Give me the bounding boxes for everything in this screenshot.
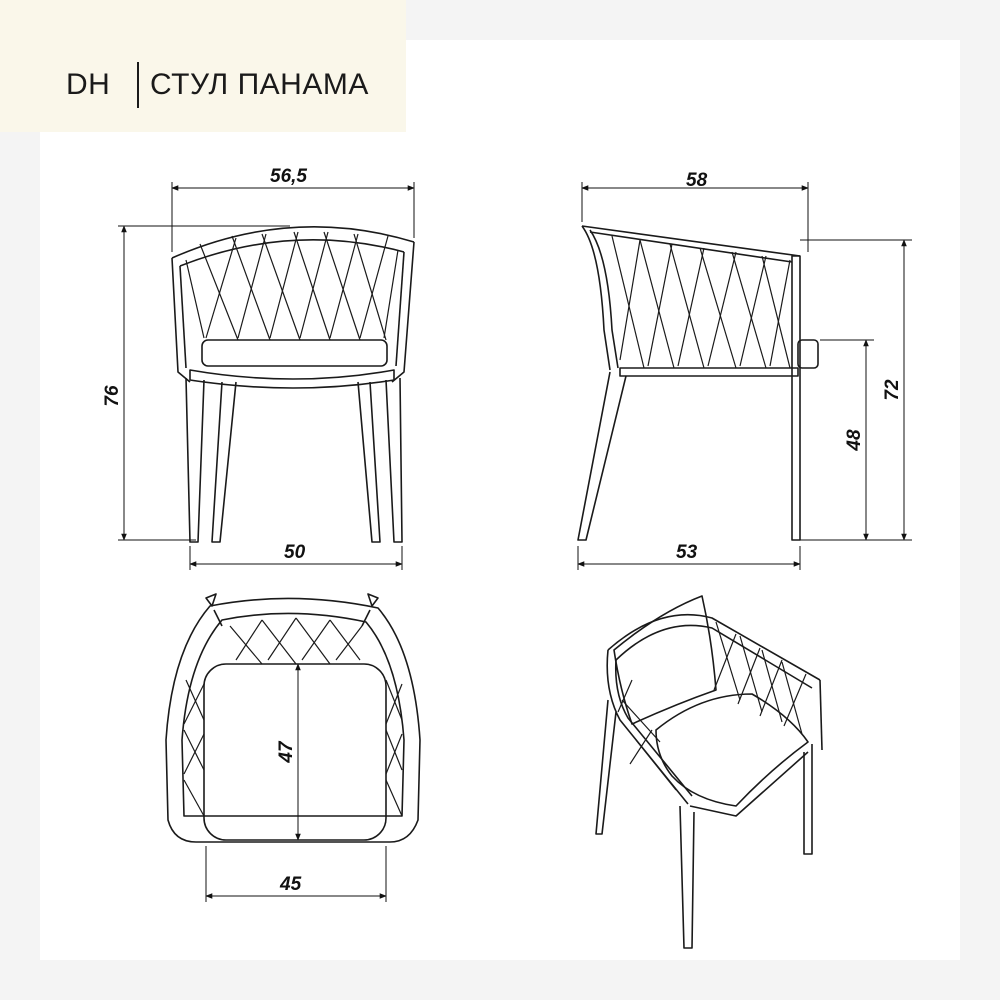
- front-dimensions: [118, 182, 415, 570]
- side-front-post: [791, 255, 801, 541]
- dim-front-height: 76: [102, 385, 123, 407]
- dim-front-width-top: 56,5: [270, 166, 307, 187]
- front-backrest-top: [171, 226, 415, 259]
- dim-side-arm-height: 72: [882, 379, 903, 401]
- top-frame-outer: [165, 597, 421, 843]
- side-dimensions: [577, 182, 912, 570]
- front-leg-right-inner: [357, 381, 381, 543]
- dim-top-seat-width: 45: [279, 874, 302, 895]
- title-separator: [137, 62, 139, 108]
- iso-top-rail: [607, 614, 821, 681]
- top-weave: [183, 617, 403, 817]
- iso-weave: [617, 621, 807, 791]
- side-seat-frame: [619, 367, 799, 377]
- top-view: [165, 593, 421, 843]
- front-leg-right-outer: [385, 377, 403, 543]
- top-dimensions: [205, 663, 387, 902]
- drawing-sheet: [40, 40, 960, 960]
- dim-side-seat-height: 48: [844, 429, 865, 452]
- front-seat-frame: [189, 369, 395, 389]
- title-block: DH СТУЛ ПАНАМА: [0, 0, 406, 132]
- dim-front-width-bottom: 50: [284, 542, 306, 563]
- front-seat-cushion: [201, 339, 388, 367]
- front-leg-left-outer: [185, 377, 205, 543]
- side-weave: [611, 235, 791, 369]
- side-back-curve: [581, 225, 611, 371]
- iso-view: [595, 595, 823, 949]
- dim-side-depth-bottom: 53: [676, 542, 698, 563]
- iso-left-arm: [606, 649, 689, 805]
- iso-leg-front-right: [803, 744, 813, 855]
- dim-side-depth-top: 58: [686, 170, 708, 191]
- iso-leg-front-left: [679, 805, 695, 949]
- front-right-frame: [391, 241, 415, 383]
- side-arm-end: [797, 339, 819, 369]
- front-leg-left-inner: [211, 381, 237, 543]
- front-view: [171, 226, 415, 543]
- iso-back-cushion: [613, 595, 717, 725]
- top-seat-cushion: [203, 663, 387, 841]
- side-top-rail: [581, 225, 801, 257]
- iso-seat-cushion: [655, 693, 809, 807]
- product-title: СТУЛ ПАНАМА: [150, 68, 369, 101]
- side-back-leg: [577, 371, 627, 541]
- iso-leg-back-left: [595, 699, 617, 835]
- side-view: [577, 225, 819, 541]
- brand-label: DH: [66, 68, 111, 101]
- front-weave: [185, 231, 399, 341]
- dim-top-seat-depth: 47: [276, 740, 297, 764]
